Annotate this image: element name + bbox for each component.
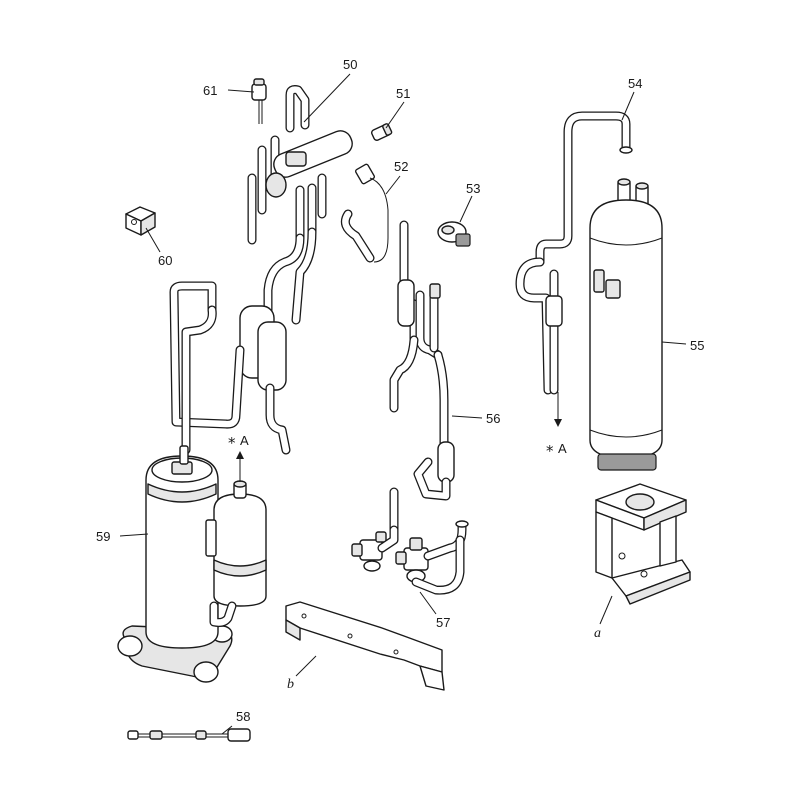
leader-lines — [119, 73, 687, 735]
connection-star: * — [228, 434, 236, 452]
callout-51: 51 — [396, 86, 410, 101]
part-53-valve-coil — [437, 221, 471, 247]
part-51-cap — [371, 123, 393, 141]
callout-60: 60 — [158, 253, 172, 268]
connection-letter: A — [558, 441, 567, 456]
part-61-valve — [251, 78, 267, 124]
part-57-service-valves — [351, 520, 469, 595]
part-b-mounting-plate — [285, 601, 445, 691]
callout-55: 55 — [690, 338, 704, 353]
callout-52: 52 — [394, 159, 408, 174]
callout-56: 56 — [486, 411, 500, 426]
part-58-sensor-probe — [127, 728, 251, 742]
callout-57: 57 — [436, 615, 450, 630]
callout-53: 53 — [466, 181, 480, 196]
callout-54: 54 — [628, 76, 642, 91]
callout-59: 59 — [96, 529, 110, 544]
callout-58: 58 — [236, 709, 250, 724]
part-54-pipe — [515, 111, 633, 395]
part-59-compressor — [117, 445, 267, 683]
callout-b: b — [287, 677, 294, 692]
part-60-bracket — [125, 206, 156, 236]
part-50-four-way-valve-assembly — [169, 85, 353, 455]
part-56-expansion-pipe-assembly — [389, 220, 455, 535]
connection-letter: A — [240, 433, 249, 448]
connection-star: * — [546, 442, 554, 460]
connection-mark-compressor: * A — [228, 433, 249, 482]
callout-61: 61 — [203, 83, 217, 98]
part-a-bracket — [595, 483, 691, 605]
callout-labels: 50 51 52 53 54 55 56 57 58 59 60 61 a b — [96, 57, 704, 724]
connection-mark-accumulator: * A — [546, 392, 567, 460]
part-55-accumulator — [589, 178, 663, 471]
callout-a: a — [594, 626, 601, 641]
part-52-sensor-pipe — [340, 163, 389, 263]
callout-50: 50 — [343, 57, 357, 72]
